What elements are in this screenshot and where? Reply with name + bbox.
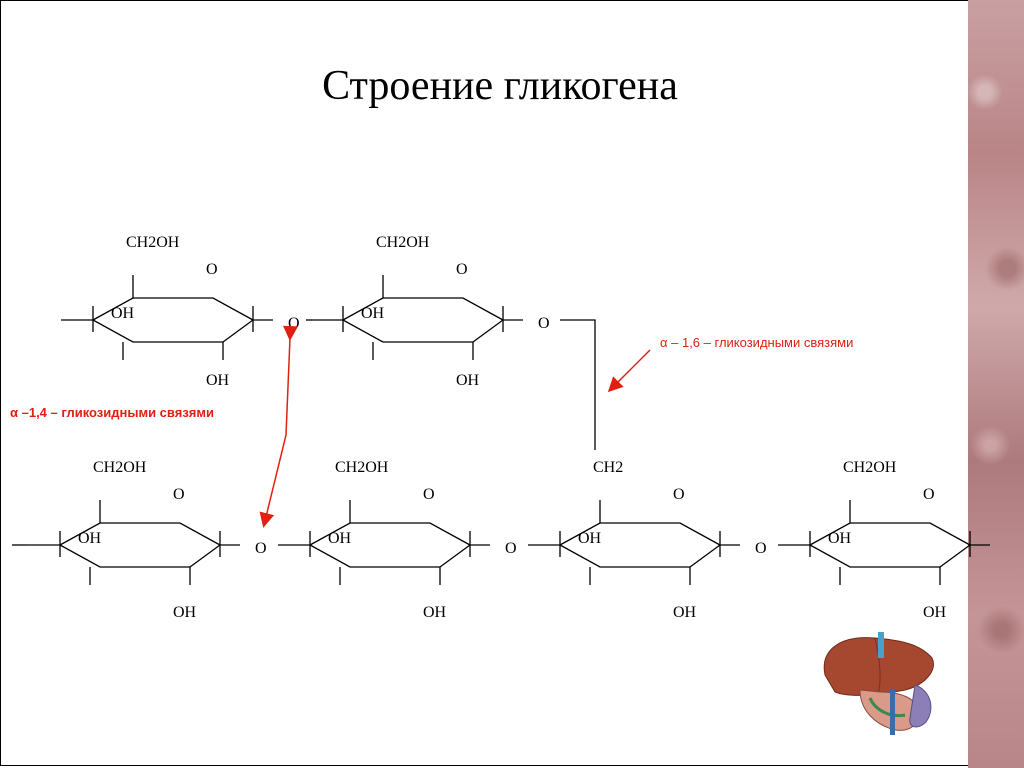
- slide-title: Строение гликогена: [322, 63, 678, 109]
- oh-label: OH: [328, 530, 352, 547]
- glycosidic-oxygen-label: O: [505, 540, 517, 557]
- ch2oh-label: CH2OH: [93, 459, 147, 476]
- ch2-label: CH2: [593, 459, 623, 476]
- slide-frame: [0, 0, 968, 766]
- oh-label: OH: [111, 305, 135, 322]
- branch-glucose-ring: CH2 O OH OH: [527, 459, 741, 621]
- glycosidic-oxygen-label: O: [288, 315, 300, 332]
- alpha-1-6-bond-label: α – 1,6 – гликозидными связями: [660, 335, 854, 350]
- liver-icon: [823, 632, 934, 735]
- glycosidic-oxygen-label: O: [255, 540, 267, 557]
- oh-label: OH: [828, 530, 852, 547]
- ring-oxygen-label: O: [456, 261, 468, 278]
- oh-label: OH: [578, 530, 602, 547]
- oh-label: OH: [173, 604, 197, 621]
- ring-oxygen-label: O: [423, 486, 435, 503]
- ch2oh-label: CH2OH: [376, 234, 430, 251]
- glucose-ring: CH2OH O OH OH: [277, 459, 491, 621]
- glycosidic-oxygen-label: O: [538, 315, 550, 332]
- ch2oh-label: CH2OH: [335, 459, 389, 476]
- oh-label: OH: [361, 305, 385, 322]
- glucose-ring: CH2OH O OH OH: [310, 234, 524, 389]
- alpha-1-4-bond-label: α –1,4 – гликозидными связями: [10, 405, 214, 420]
- oh-label: OH: [78, 530, 102, 547]
- oh-label: OH: [456, 372, 480, 389]
- glucose-ring: CH2OH O OH OH: [12, 459, 241, 621]
- decorative-side-strip: [968, 0, 1024, 768]
- alpha-1-4-bidirectional-arrow: [259, 325, 298, 528]
- oh-label: OH: [206, 372, 230, 389]
- ring-oxygen-label: O: [173, 486, 185, 503]
- oh-label: OH: [923, 604, 947, 621]
- ring-oxygen-label: O: [206, 261, 218, 278]
- alpha-1-6-arrow: [607, 349, 651, 393]
- ch2oh-label: CH2OH: [126, 234, 180, 251]
- branch-bond-line: [560, 319, 596, 450]
- ring-oxygen-label: O: [923, 486, 935, 503]
- glucose-ring: CH2OH O OH OH: [777, 459, 991, 621]
- oh-label: OH: [423, 604, 447, 621]
- ch2oh-label: CH2OH: [843, 459, 897, 476]
- oh-label: OH: [673, 604, 697, 621]
- glycosidic-oxygen-label: O: [755, 540, 767, 557]
- glucose-ring: CH2OH O OH OH: [60, 234, 274, 389]
- ring-oxygen-label: O: [673, 486, 685, 503]
